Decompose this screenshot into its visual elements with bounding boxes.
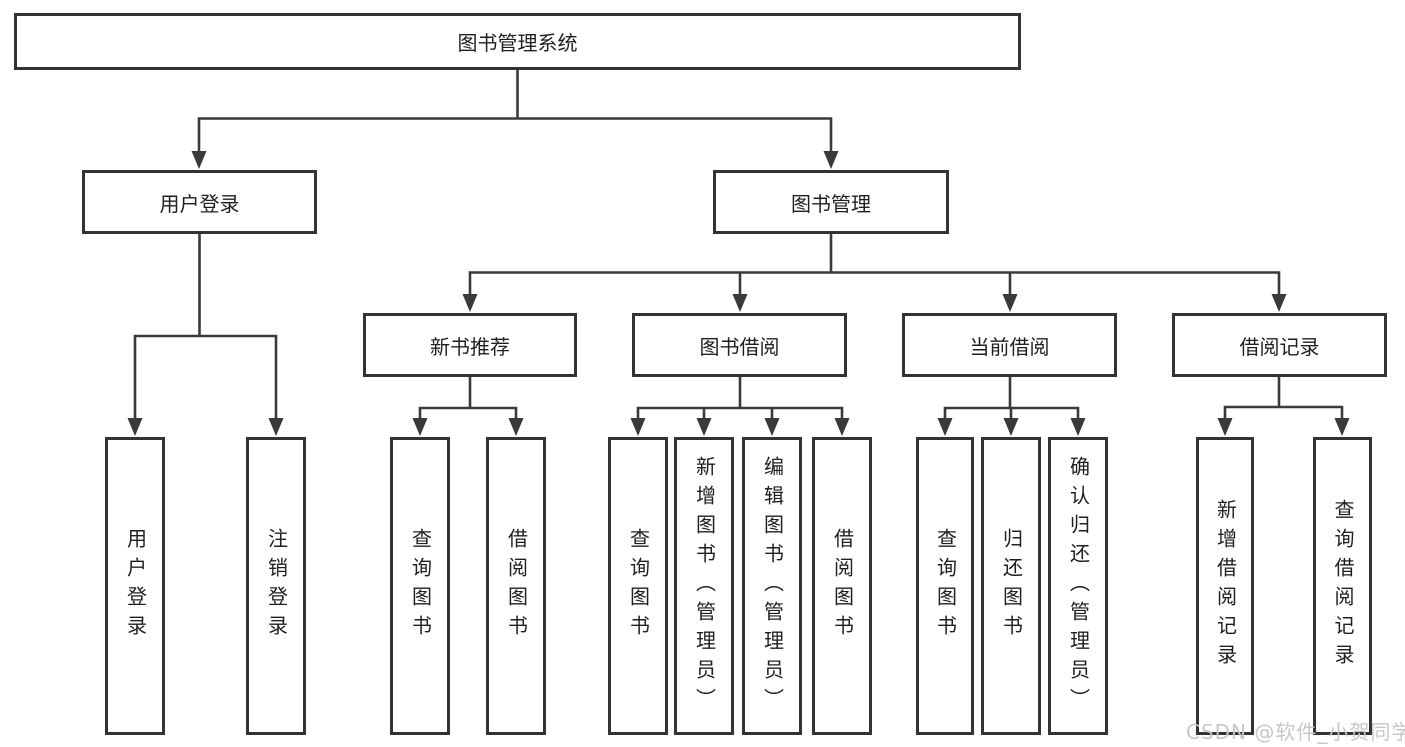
node-borrowing-query-books-label: 查询图书 <box>626 528 651 644</box>
node-records-query-record-label: 查询借阅记录 <box>1331 499 1355 673</box>
node-recommend-borrow-books-label: 借阅图书 <box>504 528 529 644</box>
node-current-return-books-label: 归还图书 <box>999 528 1024 644</box>
node-borrowing-add-books-admin-label: 新增图书（管理员） <box>692 455 717 717</box>
node-current-borrowing-label: 当前借阅 <box>969 334 1050 359</box>
node-current-confirm-return-admin: 确认归还（管理员） <box>1048 437 1108 735</box>
node-recommend-borrow-books: 借阅图书 <box>486 437 546 735</box>
connector-root <box>191 70 839 169</box>
node-current-query-books-label: 查询图书 <box>933 528 958 644</box>
connector-borrowing-records <box>1217 377 1350 436</box>
node-book-management: 图书管理 <box>713 170 949 234</box>
node-new-book-recommend: 新书推荐 <box>363 313 577 377</box>
connector-user-login <box>127 234 284 436</box>
watermark: CSDN @软件_小贺同学 <box>1186 720 1405 744</box>
node-borrowing-query-books: 查询图书 <box>608 437 668 735</box>
connector-current-borrowing <box>937 377 1086 436</box>
node-new-book-recommend-label: 新书推荐 <box>430 334 510 359</box>
node-current-confirm-return-admin-label: 确认归还（管理员） <box>1066 455 1091 717</box>
node-borrowing-add-books-admin: 新增图书（管理员） <box>674 437 734 735</box>
connector-book-management <box>462 234 1287 312</box>
node-library-system-label: 图书管理系统 <box>457 31 578 55</box>
node-book-borrowing-label: 图书借阅 <box>699 334 780 359</box>
node-recommend-query-books: 查询图书 <box>390 437 450 735</box>
node-recommend-query-books-label: 查询图书 <box>408 528 433 644</box>
node-leaf-logout-label: 注销登录 <box>264 528 289 644</box>
connector-new-book-recommend <box>412 377 524 436</box>
node-user-login: 用户登录 <box>82 170 317 234</box>
node-book-borrowing: 图书借阅 <box>632 313 847 377</box>
node-records-add-record: 新增借阅记录 <box>1196 437 1254 735</box>
node-borrowing-records: 借阅记录 <box>1172 313 1387 377</box>
node-borrowing-edit-books-admin-label: 编辑图书（管理员） <box>760 455 785 717</box>
node-leaf-logout: 注销登录 <box>246 437 306 735</box>
node-leaf-user-login: 用户登录 <box>105 437 165 735</box>
node-leaf-user-login-label: 用户登录 <box>123 528 148 644</box>
node-book-management-label: 图书管理 <box>791 191 871 216</box>
node-current-query-books: 查询图书 <box>916 437 974 735</box>
node-borrowing-records-label: 借阅记录 <box>1239 334 1320 359</box>
node-records-add-record-label: 新增借阅记录 <box>1213 499 1238 673</box>
node-borrowing-borrow-books-label: 借阅图书 <box>830 528 855 644</box>
node-user-login-label: 用户登录 <box>159 191 240 216</box>
node-records-query-record: 查询借阅记录 <box>1313 437 1372 735</box>
node-borrowing-edit-books-admin: 编辑图书（管理员） <box>742 437 802 735</box>
node-current-borrowing: 当前借阅 <box>902 313 1117 377</box>
node-borrowing-borrow-books: 借阅图书 <box>812 437 872 735</box>
connector-book-borrowing <box>630 377 850 436</box>
node-current-return-books: 归还图书 <box>981 437 1041 735</box>
node-library-system: 图书管理系统 <box>14 13 1021 70</box>
